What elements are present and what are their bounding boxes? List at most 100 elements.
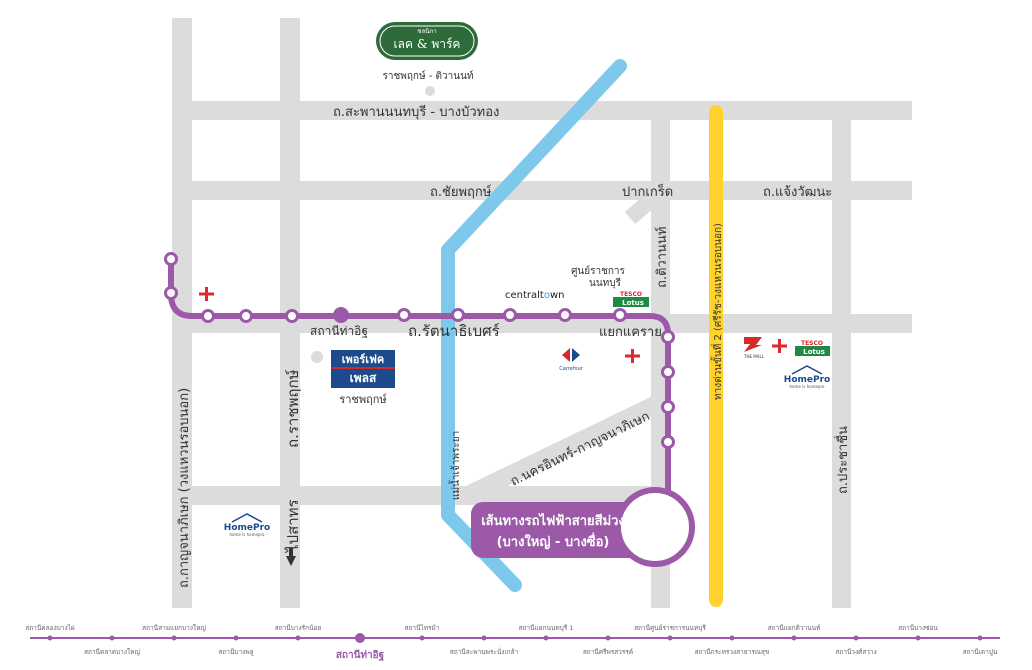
lake-park-logo: ชลนิภา เลค & พาร์ค ราชพฤกษ์ - ติวานนท์ (376, 22, 478, 96)
the-mall-mark (744, 337, 762, 352)
tha-it-station-label: สถานีท่าอิฐ (310, 324, 368, 338)
lake-park-logo-main: เลค & พาร์ค (394, 37, 461, 51)
station-marker[interactable] (451, 308, 465, 322)
strip-station-dot[interactable] (47, 635, 53, 641)
lake-park-badge (376, 22, 478, 60)
strip-station-label: สถานีกระทรวงสาธารณสุข (695, 648, 770, 656)
lotus-badge (613, 297, 649, 307)
lake-park-logo-top: ชลนิภา (417, 28, 436, 35)
strip-station-dot[interactable] (977, 635, 983, 641)
label-top-road: ถ.สะพานนนทบุรี - บางบัวทอง (333, 104, 499, 120)
homepro-logo-2: HomePro home is homepro (784, 365, 830, 389)
road-prachachuen (832, 108, 851, 608)
lake-park-badge-ring (379, 25, 475, 57)
strip-station-label: สถานีเตาปูน (963, 648, 998, 656)
strip-station-dot[interactable] (791, 635, 797, 641)
perfect-place-marker (311, 351, 323, 363)
strip-labels: สถานีคลองบางไผ่สถานีตลาดบางใหญ่สถานีสามแ… (25, 624, 998, 661)
callout-line1: เส้นทางรถไฟฟ้าสายสีม่วง (481, 512, 625, 529)
station-marker[interactable] (239, 309, 253, 323)
strip-station-label: สถานีบางซ่อน (898, 624, 938, 632)
strip-station-label: สถานีแยกติวานนท์ (768, 624, 821, 632)
strip-station-label: สถานีบางรักน้อย (275, 624, 322, 632)
purple-line-route (168, 259, 671, 500)
label-chaeng-watthana: ถ.แจ้งวัฒนะ (763, 185, 832, 200)
station-marker[interactable] (164, 252, 178, 266)
strip-station-label: สถานีศูนย์ราชการนนทบุรี (634, 624, 706, 632)
strip-station-dot[interactable] (355, 633, 365, 643)
strip-station-dot[interactable] (915, 635, 921, 641)
road-nakhon-in (466, 391, 669, 503)
strip-dots (47, 633, 983, 643)
station-marker[interactable] (503, 308, 517, 322)
hospital-icon (772, 339, 787, 353)
strip-station-dot[interactable] (419, 635, 425, 641)
station-marker[interactable] (164, 286, 178, 300)
station-marker[interactable] (613, 308, 627, 322)
strip-station-dot[interactable] (667, 635, 673, 641)
road-pak-kret-link (624, 185, 666, 225)
central-westgate-logo: centraltown (505, 290, 565, 301)
strip-station-dot[interactable] (481, 635, 487, 641)
label-tiwanon: ถ.ติวานนท์ (654, 227, 670, 288)
callout-box (471, 502, 651, 558)
strip-station-label: สถานีตลาดบางใหญ่ (84, 648, 140, 656)
strip-station-dot[interactable] (605, 635, 611, 641)
strip-station-label: สถานีแยกนนทบุรี 1 (519, 624, 574, 632)
carrefour-logo: Carrefour (559, 348, 584, 372)
gov-center-line2: นนทบุรี (589, 277, 622, 289)
hospital-icon (199, 287, 214, 301)
label-to-pai-sathon: ไปสาทร (284, 499, 302, 553)
lotus-badge (795, 346, 830, 356)
strip-station-dot[interactable] (233, 635, 239, 641)
strip-station-dot[interactable] (543, 635, 549, 641)
strip-station-dot[interactable] (853, 635, 859, 641)
station-marker[interactable] (661, 365, 675, 379)
arrow-down-icon (286, 548, 296, 566)
station-strip: สถานีคลองบางไผ่สถานีตลาดบางใหญ่สถานีสามแ… (25, 624, 1000, 661)
strip-station-label: สถานีสะพานพระนั่งเกล้า (450, 647, 519, 656)
tesco-lotus-logo-2: TESCO Lotus (795, 340, 830, 356)
strip-station-label: สถานีไทรม้า (405, 624, 440, 632)
central-text: centraltown (505, 290, 565, 301)
perfect-place-logo: เพอร์เฟค เพลส ราชพฤกษ์ (311, 350, 395, 406)
station-marker-tha-it[interactable] (333, 307, 349, 323)
lake-park-marker (425, 86, 435, 96)
road-lower (185, 486, 665, 505)
perfect-place-stripe (331, 367, 395, 369)
callout-circle (615, 487, 695, 567)
carrefour-left (562, 348, 570, 362)
lake-park-sub: ราชพฤกษ์ - ติวานนท์ (382, 70, 473, 82)
station-marker[interactable] (397, 308, 411, 322)
road-network (172, 18, 912, 608)
station-marker[interactable] (661, 400, 675, 414)
homepro-roof (231, 513, 263, 523)
strip-station-label: สถานีศรีพรสวรรค์ (583, 648, 633, 656)
perfect-place-line2: เพลส (350, 371, 377, 385)
the-mall-logo: THE MALL (743, 337, 765, 359)
strip-station-dot[interactable] (295, 635, 301, 641)
tesco-text: TESCO (620, 291, 642, 298)
strip-station-dot[interactable] (109, 635, 115, 641)
label-prachachuen: ถ.ประชาชื่น (834, 426, 851, 494)
homepro-text: HomePro (784, 375, 830, 385)
station-marker[interactable] (558, 308, 572, 322)
station-marker[interactable] (285, 309, 299, 323)
station-marker[interactable] (661, 330, 675, 344)
hospital-icon (625, 349, 640, 363)
gov-center-line1: ศูนย์ราชการ (571, 265, 625, 277)
purple-line-stations (164, 252, 675, 449)
label-pak-kret: ปากเกร็ด (622, 182, 673, 200)
carrefour-text: Carrefour (559, 366, 584, 372)
station-marker[interactable] (201, 309, 215, 323)
homepro-text: HomePro (224, 523, 270, 533)
label-ratchaphruek: ถ.ราชพฤกษ์ (284, 369, 302, 448)
strip-station-dot[interactable] (171, 635, 177, 641)
homepro-sub: home is homepro (230, 532, 266, 537)
strip-station-dot[interactable] (729, 635, 735, 641)
label-rattanathibet: ถ.รัตนาธิเบศร์ (408, 322, 500, 340)
road-top (185, 101, 912, 120)
station-marker[interactable] (661, 435, 675, 449)
tesco-lotus-logo-1: TESCO Lotus (613, 291, 649, 307)
